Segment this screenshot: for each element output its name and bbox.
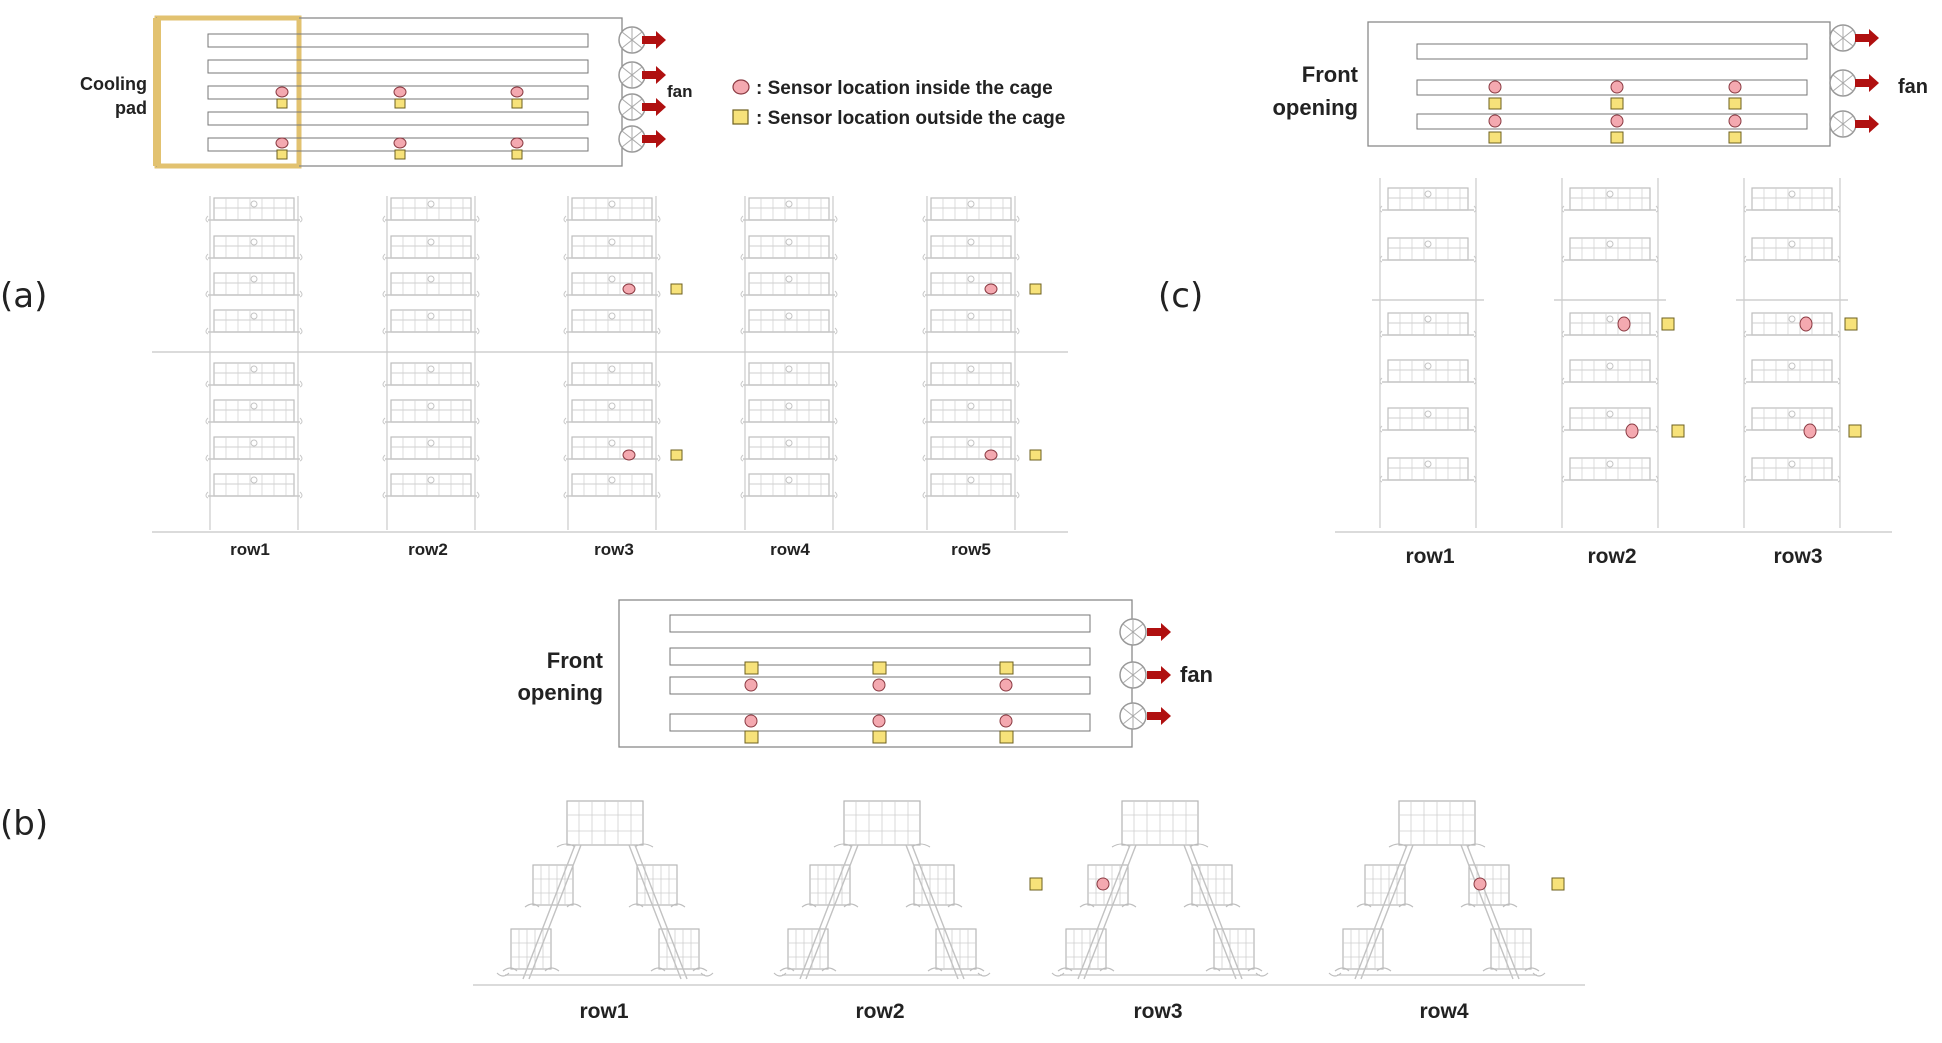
cage-stack [563, 196, 661, 530]
legend-inside-marker [732, 79, 750, 95]
inside-sensor-marker [275, 86, 524, 149]
panel-b-top-view: Front opening fan [517, 599, 1213, 748]
cage-row-bar [1416, 79, 1808, 96]
fan-icon [1829, 24, 1879, 52]
cooling-pad-label: Cooling [80, 74, 147, 94]
row-label: row3 [594, 540, 634, 559]
fan-label: fan [1898, 76, 1928, 98]
row-label: row3 [1773, 545, 1822, 568]
cage-stack [740, 196, 838, 530]
cage-row-bar [669, 614, 1091, 633]
inside-sensor-marker [1617, 316, 1817, 439]
a-frame-cage [1052, 801, 1268, 979]
legend-outside-marker [732, 109, 749, 125]
legend: : Sensor location inside the cage : Sens… [732, 78, 1065, 129]
row-label: row1 [230, 540, 270, 559]
a-frame-cage [497, 801, 713, 979]
outside-sensor-marker [744, 661, 1014, 744]
a-frame-cage [774, 801, 990, 979]
cooling-pad-label-2: pad [115, 98, 147, 118]
cage-row-bar [1416, 43, 1808, 60]
fan-label: fan [667, 82, 693, 101]
inside-sensor-marker [622, 283, 998, 461]
row-label: row3 [1133, 1000, 1182, 1023]
fan-icon [1119, 618, 1171, 646]
fan-icon [618, 125, 666, 153]
row-label: row2 [408, 540, 448, 559]
row-label: row1 [579, 1000, 628, 1023]
cage-row-bar [1416, 113, 1808, 130]
cage-row-bar [669, 676, 1091, 695]
fan-icon [1829, 110, 1879, 138]
front-opening-label: Front [547, 648, 604, 673]
a-frame-cage [1329, 801, 1545, 979]
outside-sensor-marker [1029, 877, 1565, 891]
panel-b-side-view: row1 row2 row3 row4 [473, 801, 1585, 1023]
panel-b: (b) Front opening fan [0, 599, 1585, 1023]
cage-row-bar [207, 59, 589, 74]
outside-sensor-marker [670, 283, 1042, 461]
legend-inside-label: : Sensor location inside the cage [756, 78, 1053, 99]
house-outline [156, 17, 623, 167]
inside-sensor-marker [1488, 80, 1742, 128]
fan-icon [1119, 702, 1171, 730]
panel-b-label: (b) [0, 804, 48, 844]
row-label: row4 [770, 540, 810, 559]
inside-sensor-marker [744, 678, 1013, 728]
row-label: row2 [1587, 545, 1636, 568]
panel-c: (c) Front opening fan [1158, 21, 1928, 568]
panel-a-top-view: Cooling pad fan [80, 15, 693, 169]
cage-stack [382, 196, 480, 530]
panel-c-label: (c) [1158, 276, 1203, 316]
cage-stack [1736, 178, 1848, 528]
cage-stack [1372, 178, 1484, 528]
panel-a-side-view: row1 row2 row3 row4 row5 [152, 196, 1068, 559]
panel-c-side-view: row1 row2 row3 [1335, 178, 1892, 568]
cage-row-bar [207, 33, 589, 48]
outside-sensor-marker [1488, 97, 1742, 144]
legend-outside-label: : Sensor location outside the cage [756, 108, 1065, 129]
inside-sensor-marker [1096, 877, 1487, 891]
row-label: row5 [951, 540, 991, 559]
cage-stack [922, 196, 1020, 530]
row-label: row4 [1419, 1000, 1468, 1023]
outside-sensor-marker [1661, 317, 1862, 438]
row-label: row1 [1405, 545, 1454, 568]
fan-icon [1119, 661, 1171, 689]
cage-row-bar [207, 111, 589, 126]
panel-a: (a) Cooling pad fan [0, 15, 1068, 559]
outside-sensor-marker [276, 98, 523, 160]
fan-icon [618, 93, 666, 121]
panel-a-label: (a) [0, 276, 47, 316]
fan-label: fan [1180, 662, 1213, 687]
fan-icon [1829, 69, 1879, 97]
cage-stack [205, 196, 303, 530]
front-opening-label: Front [1302, 62, 1359, 87]
cage-stack [1554, 178, 1666, 528]
house-outline [1367, 21, 1831, 147]
fan-icon [618, 26, 666, 54]
fan-icon [618, 61, 666, 89]
row-label: row2 [855, 1000, 904, 1023]
front-opening-label-2: opening [1272, 95, 1358, 120]
panel-c-top-view: Front opening fan [1272, 21, 1928, 147]
front-opening-label-2: opening [517, 680, 603, 705]
